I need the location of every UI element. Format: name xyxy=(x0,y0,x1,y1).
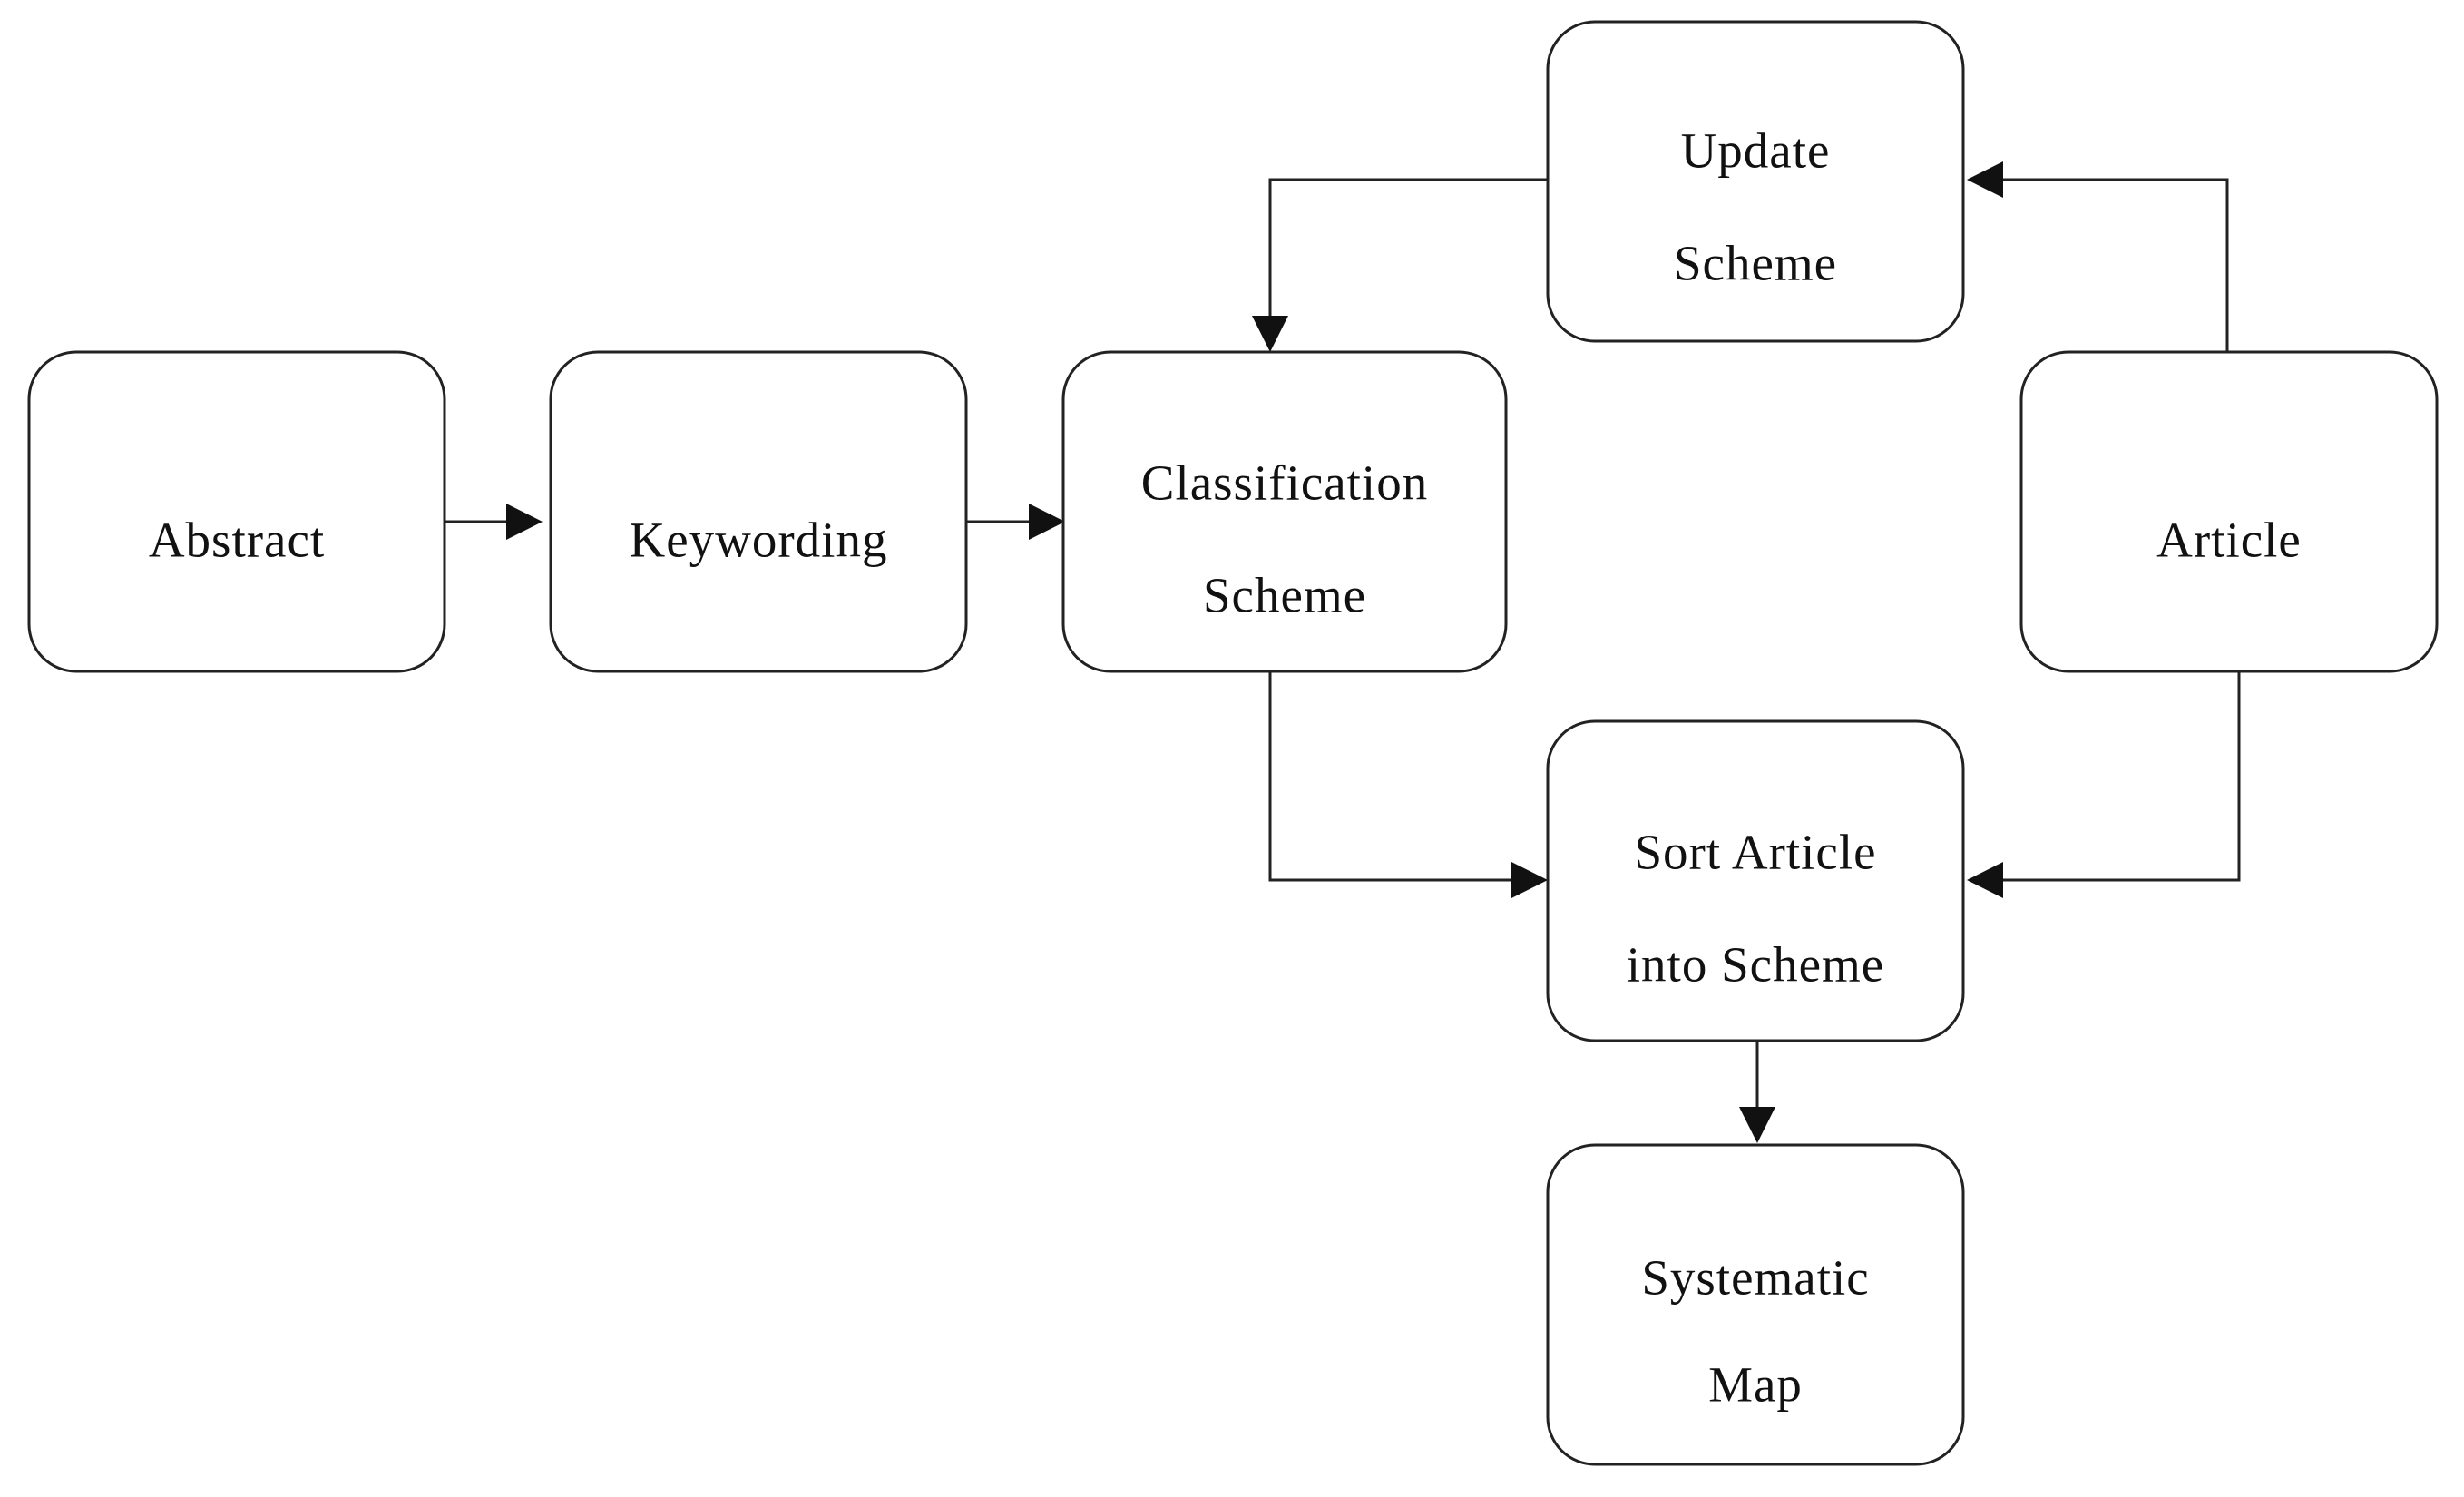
arrowhead-classification-to-sort xyxy=(1511,862,1548,898)
node-sort-article-label-line2: into Scheme xyxy=(1627,937,1884,993)
node-classification-scheme-label-line1: Classification xyxy=(1141,455,1428,511)
node-abstract-label: Abstract xyxy=(149,513,325,568)
arrowhead-article-to-sort xyxy=(1967,862,2003,898)
arrowhead-keywording-to-classification xyxy=(1029,504,1065,540)
node-update-scheme-label-line2: Scheme xyxy=(1674,236,1837,291)
node-abstract: Abstract xyxy=(27,350,446,673)
node-keywording: Keywording xyxy=(549,350,968,673)
arrowhead-update-to-classification xyxy=(1252,316,1288,352)
edge-update-to-classification xyxy=(1268,178,1548,327)
node-sort-article-label-line1: Sort Article xyxy=(1634,825,1876,880)
edge-classification-to-sort xyxy=(1268,671,1522,882)
node-update-scheme-label-line1: Update xyxy=(1681,123,1831,179)
node-update-scheme: Update Scheme xyxy=(1546,20,1965,343)
arrowhead-abstract-to-keywording xyxy=(506,504,543,540)
node-systematic-map: Systematic Map xyxy=(1546,1143,1965,1466)
arrowhead-sort-to-map xyxy=(1739,1107,1775,1143)
node-sort-article: Sort Article into Scheme xyxy=(1546,719,1965,1042)
node-classification-scheme: Classification Scheme xyxy=(1061,350,1508,673)
node-article-label: Article xyxy=(2156,513,2302,568)
edge-article-to-update xyxy=(1992,178,2229,352)
node-classification-scheme-label-line2: Scheme xyxy=(1203,568,1366,623)
node-keywording-label: Keywording xyxy=(630,513,888,568)
node-systematic-map-label-line1: Systematic xyxy=(1641,1250,1869,1306)
node-systematic-map-label-line2: Map xyxy=(1708,1357,1803,1413)
edge-article-to-sort xyxy=(1992,671,2241,882)
edges xyxy=(445,161,2241,1143)
arrowhead-article-to-update xyxy=(1967,161,2003,198)
node-article: Article xyxy=(2019,350,2439,673)
